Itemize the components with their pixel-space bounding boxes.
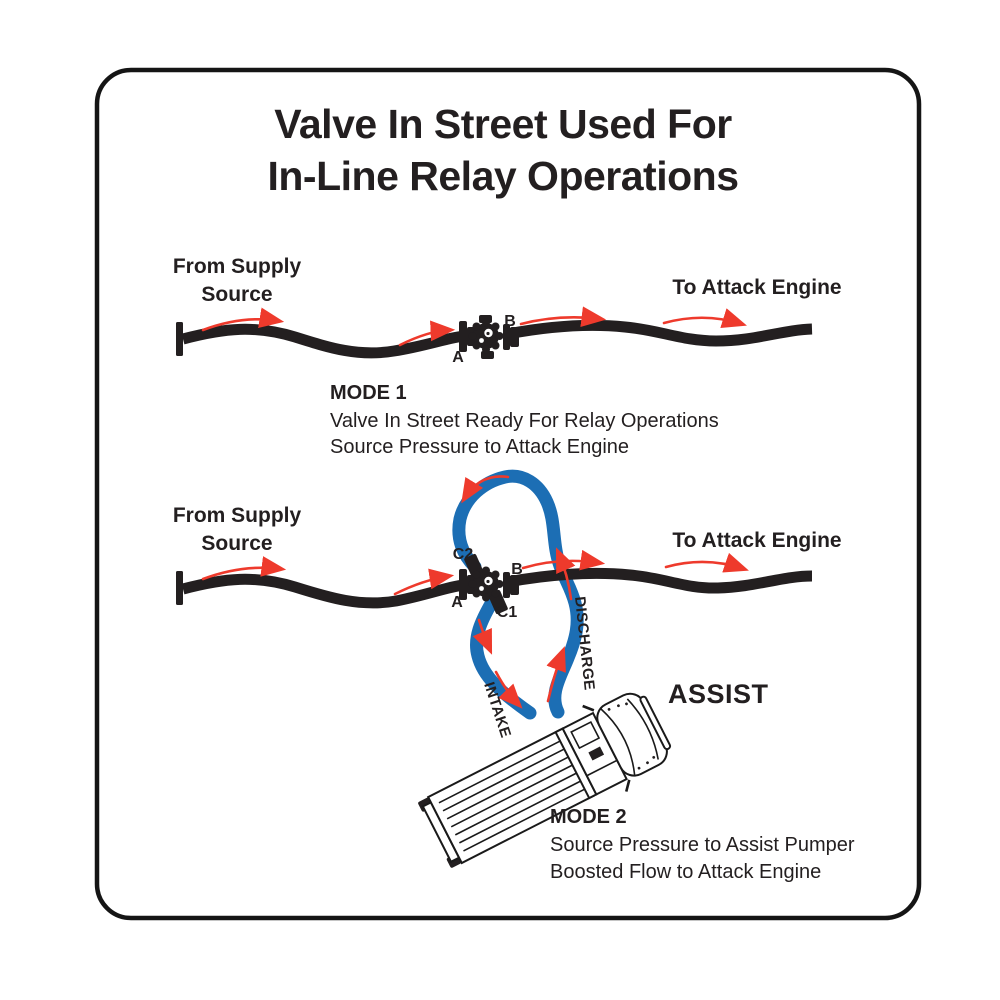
mode1-caption-line2: Source Pressure to Attack Engine	[330, 436, 629, 458]
mode2-hose-coupling-icon	[176, 571, 183, 605]
mode2-flow-arrows	[201, 475, 749, 709]
fire-engine-icon	[418, 692, 672, 868]
mode2-from-supply-label-line2: Source	[201, 532, 272, 555]
mode1-flow-arrows	[201, 306, 747, 347]
flow-arrow-icon	[519, 306, 607, 327]
discharge-flow-arrow-icon	[546, 646, 566, 703]
four-way-valve-icon	[459, 553, 519, 615]
mode1-port-a-label: A	[452, 349, 464, 366]
mode2-from-supply-label-line1: From Supply	[173, 504, 302, 527]
mode2-caption-title: MODE 2	[550, 806, 627, 828]
flow-arrow-icon	[393, 568, 455, 596]
mode2-port-a-label: A	[451, 594, 463, 611]
intake-flow-arrow-icon	[494, 670, 523, 709]
discharge-loop-hose	[452, 469, 584, 719]
mode2-to-attack-label: To Attack Engine	[672, 529, 841, 552]
mode1-caption-title: MODE 1	[330, 382, 407, 404]
mode2-caption-line2: Boosted Flow to Attack Engine	[550, 861, 821, 883]
flow-arrow-icon	[664, 552, 749, 573]
flow-arrow-icon	[201, 307, 285, 332]
mode1-to-attack-label: To Attack Engine	[672, 276, 841, 299]
mode1-diagram: From Supply Source To Attack Engine	[173, 255, 842, 458]
mode2-port-c2-label: C2	[453, 546, 474, 563]
discharge-flow-arrow-icon	[555, 547, 576, 601]
flow-arrow-icon	[662, 308, 747, 329]
diagram-border	[94, 67, 922, 921]
mode2-diagram: From Supply Source To Attack Engine C2	[173, 469, 855, 883]
mode2-supply-hose	[181, 573, 466, 609]
mode1-from-supply-label-line2: Source	[201, 283, 272, 306]
mode2-caption-line1: Source Pressure to Assist Pumper	[550, 834, 855, 856]
flow-arrow-icon	[398, 320, 456, 347]
mode2-port-c1-label: C1	[497, 604, 518, 621]
flow-arrow-icon	[201, 556, 287, 581]
mode1-caption-line1: Valve In Street Ready For Relay Operatio…	[330, 410, 719, 432]
mode1-from-supply-label-line1: From Supply	[173, 255, 302, 278]
mode1-hose-coupling-icon	[176, 322, 183, 356]
loop-flow-arrow-icon	[461, 475, 510, 504]
mode2-port-b-label: B	[511, 561, 523, 578]
assist-label: ASSIST	[668, 679, 769, 709]
mode1-port-b-label: B	[504, 313, 516, 330]
mode1-attack-hose	[506, 319, 813, 347]
diagram-title-line2: In-Line Relay Operations	[268, 153, 739, 199]
mode2-attack-hose	[506, 567, 813, 594]
diagram-title-line1: Valve In Street Used For	[274, 101, 732, 147]
mode1-supply-hose	[181, 323, 466, 359]
intake-flow-arrow-icon	[472, 618, 493, 655]
street-valve-icon	[459, 315, 519, 359]
